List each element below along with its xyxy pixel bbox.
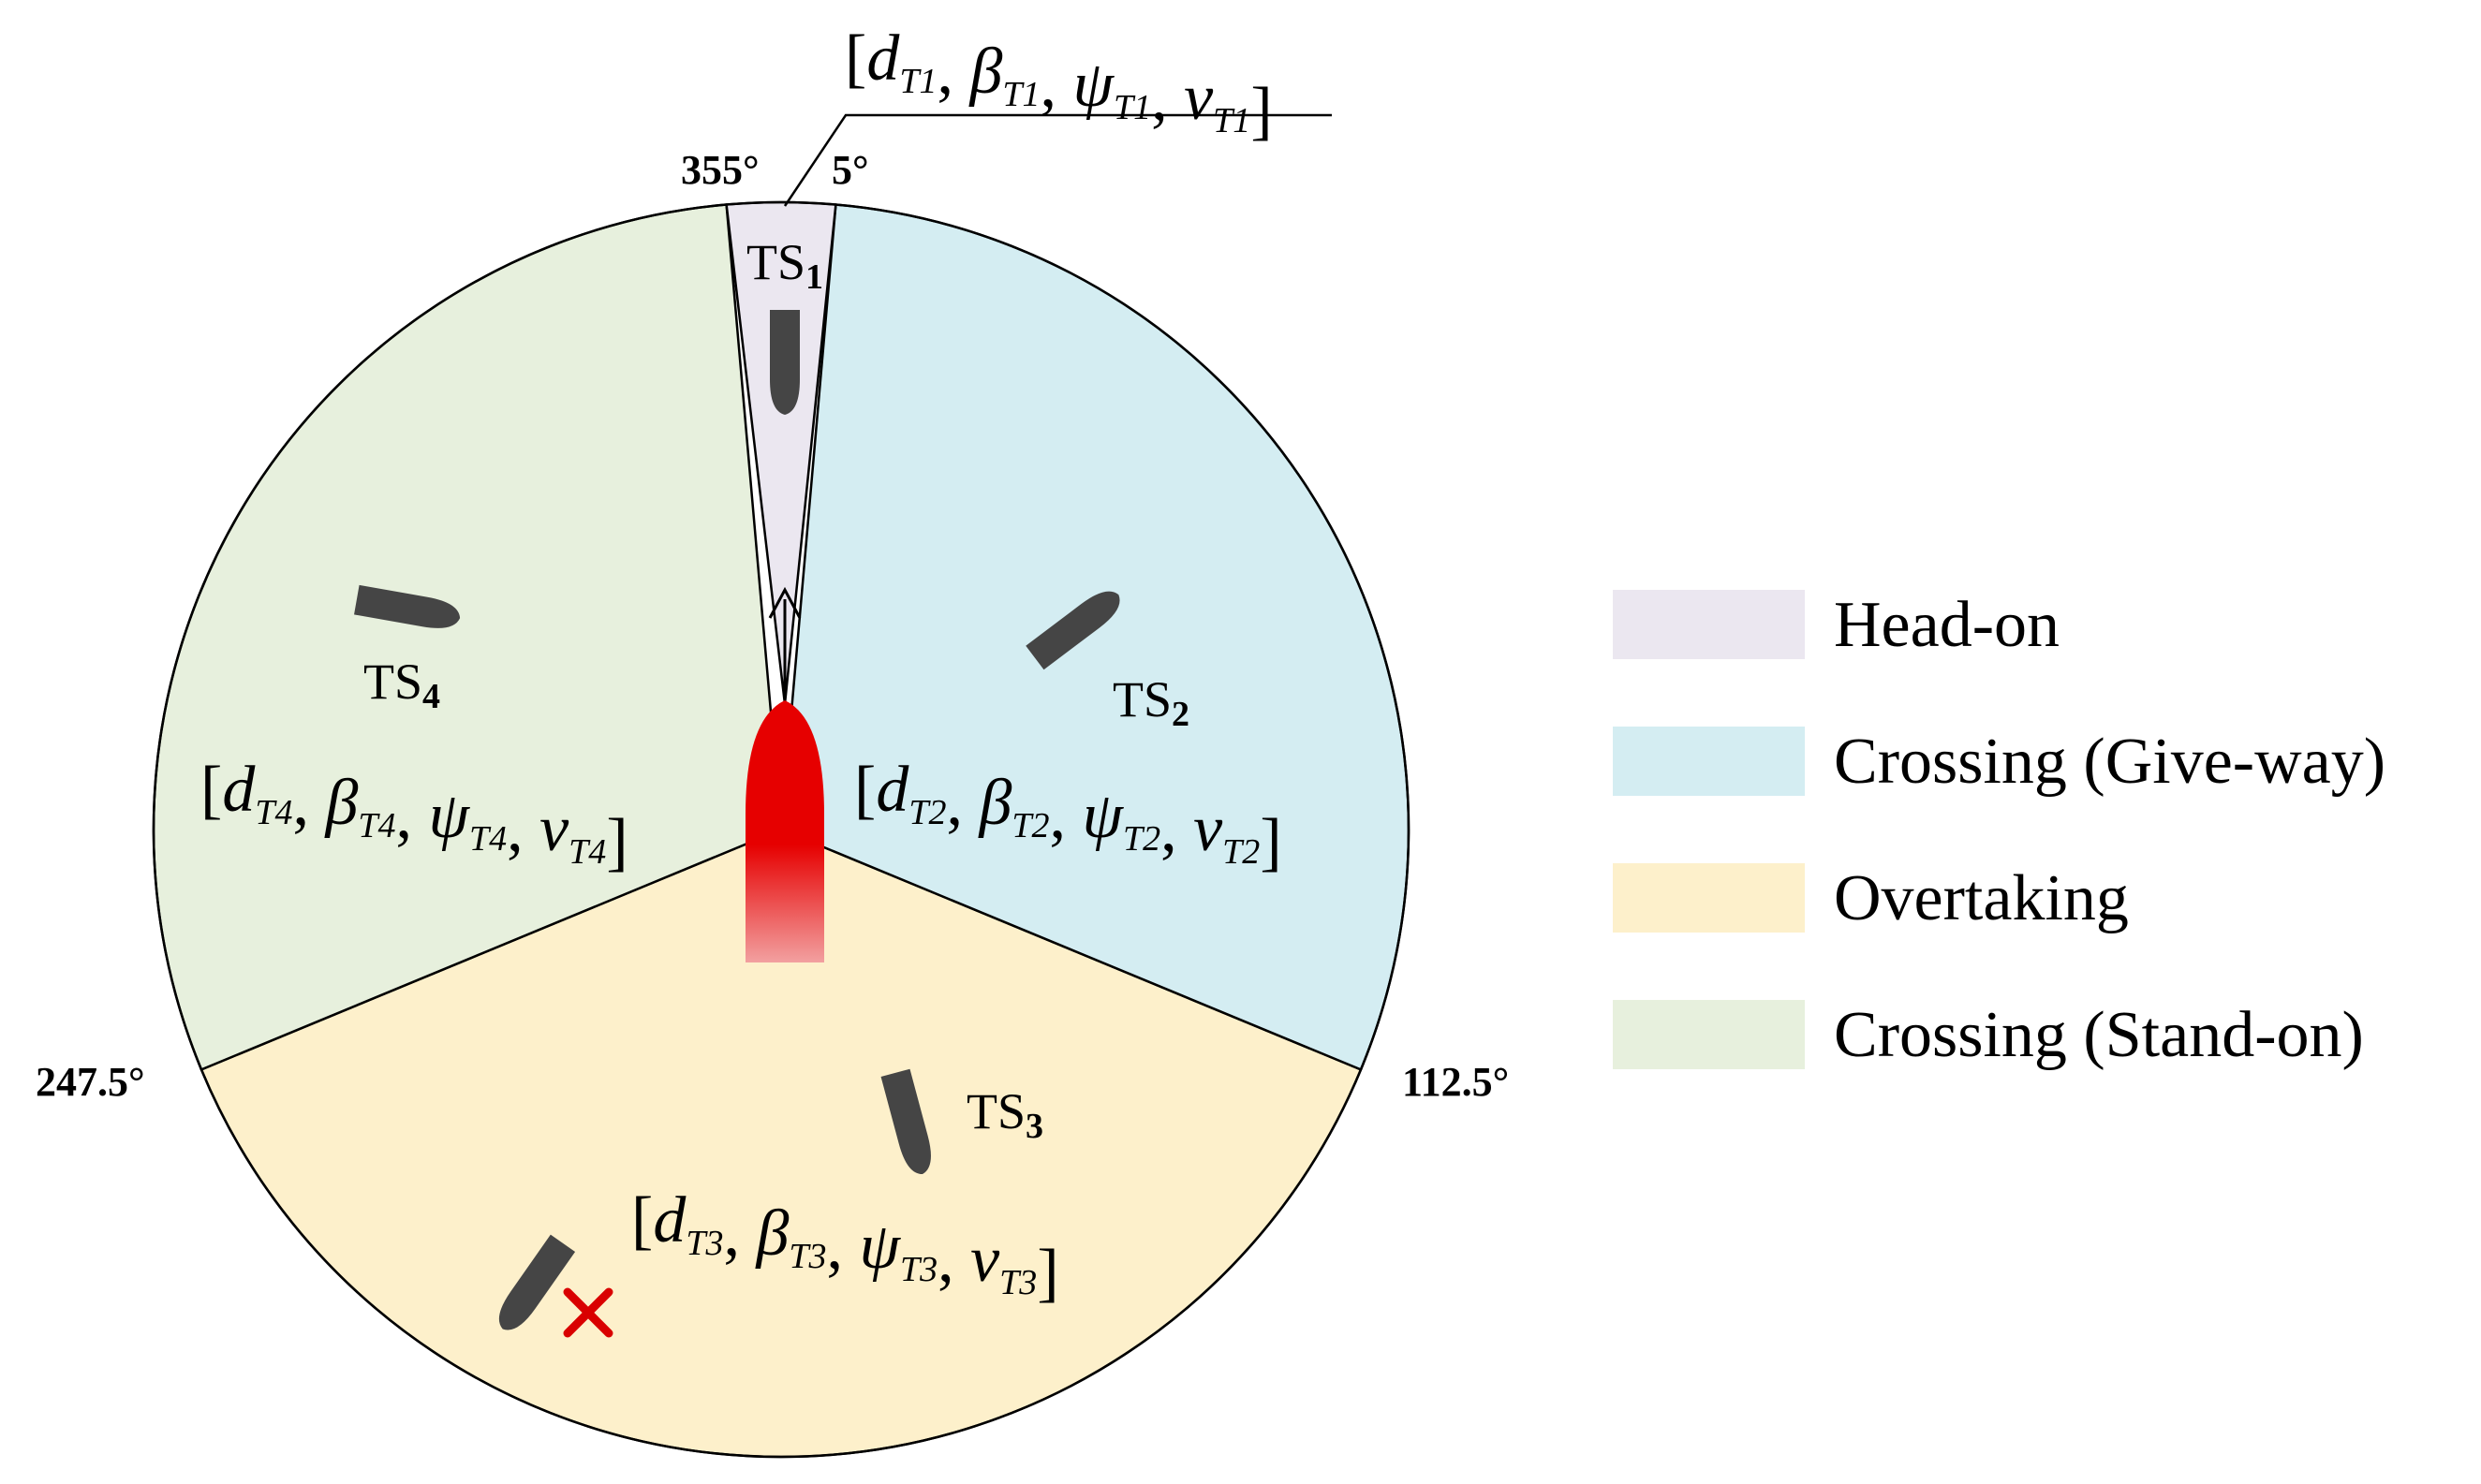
excluded-cross-icon xyxy=(563,1287,613,1338)
open-bracket: [ xyxy=(631,1184,653,1256)
course-symbol: ψ xyxy=(1082,780,1124,852)
speed-symbol: v xyxy=(970,1224,1000,1296)
subscript: T3 xyxy=(999,1263,1037,1302)
speed-symbol: v xyxy=(1193,793,1223,865)
comma: , xyxy=(946,767,979,839)
angle-label-355: 355° xyxy=(681,147,760,193)
subscript: T4 xyxy=(569,832,606,872)
own-ship xyxy=(746,586,824,962)
target-ship-2 xyxy=(1026,591,1120,670)
open-bracket: [ xyxy=(845,22,866,95)
comma: , xyxy=(1040,49,1072,121)
ship-hull-icon xyxy=(498,1234,576,1330)
subscript: T1 xyxy=(1114,88,1151,127)
distance-symbol: d xyxy=(876,754,909,826)
subscript: T1 xyxy=(899,62,937,101)
comma: , xyxy=(826,1211,859,1283)
legend-label-head-on: Head-on xyxy=(1834,589,2060,661)
subscript: T2 xyxy=(1123,819,1160,859)
close-bracket: ] xyxy=(606,806,628,878)
course-symbol: ψ xyxy=(428,780,470,852)
open-bracket: [ xyxy=(854,754,876,826)
comma: , xyxy=(292,767,325,839)
speed-symbol: v xyxy=(539,793,569,865)
distance-symbol: d xyxy=(653,1184,687,1256)
subscript: T4 xyxy=(469,819,507,859)
bearing-symbol: β xyxy=(967,36,1002,108)
subscript: T4 xyxy=(255,793,292,832)
ts1-label: TS1 xyxy=(746,234,823,297)
sector-group xyxy=(152,200,1410,1459)
legend-swatch-overtaking xyxy=(1613,863,1805,933)
subscript: T1 xyxy=(1213,101,1250,140)
subscript: T2 xyxy=(908,793,946,832)
subscript: T3 xyxy=(686,1224,723,1263)
subscript: T3 xyxy=(900,1250,938,1289)
bearing-symbol: β xyxy=(754,1197,789,1270)
target-ship-3 xyxy=(880,1068,931,1175)
bearing-symbol: β xyxy=(977,767,1012,839)
ship-hull-icon xyxy=(1026,591,1120,670)
ts4-label: TS4 xyxy=(363,654,440,716)
comma: , xyxy=(507,793,539,865)
ts3-state-vector: [dT3, βT3, ψT3, vT3] xyxy=(631,1184,1059,1309)
legend-swatch-crossing-stand-on xyxy=(1613,1000,1805,1069)
legend-label-crossing-stand-on: Crossing (Stand-on) xyxy=(1834,999,2364,1071)
excluded-ship xyxy=(498,1234,576,1330)
ts2-label: TS2 xyxy=(1113,671,1189,734)
ship-hull-icon xyxy=(770,310,800,415)
comma: , xyxy=(1049,780,1082,852)
comma: , xyxy=(937,36,969,108)
heading-arrow-icon xyxy=(768,586,802,619)
comma: , xyxy=(938,1224,970,1296)
subscript: T3 xyxy=(789,1237,826,1276)
close-bracket: ] xyxy=(1250,75,1272,147)
bearing-symbol: β xyxy=(323,767,358,839)
legend-swatch-head-on xyxy=(1613,590,1805,659)
subscript: T1 xyxy=(1002,75,1040,114)
legend-swatch-crossing-give-way xyxy=(1613,727,1805,796)
ts4-state-vector: [dT4, βT4, ψT4, vT4] xyxy=(200,754,628,878)
legend-label-crossing-give-way: Crossing (Give-way) xyxy=(1834,726,2385,798)
comma: , xyxy=(1160,793,1193,865)
range-circle xyxy=(152,200,1410,1459)
comma: , xyxy=(395,780,428,852)
ts2-state-vector: [dT2, βT2, ψT2, vT2] xyxy=(854,754,1282,878)
ts3-label: TS3 xyxy=(967,1083,1043,1146)
ship-hull-icon xyxy=(354,584,461,628)
legend-label-overtaking: Overtaking xyxy=(1834,862,2129,934)
angle-label-5: 5° xyxy=(832,147,869,193)
own-ship-hull-icon xyxy=(746,700,824,962)
ts1-callout-line xyxy=(783,113,1332,207)
comma: , xyxy=(723,1197,756,1270)
comma: , xyxy=(1151,62,1184,134)
close-bracket: ] xyxy=(1037,1237,1058,1309)
speed-symbol: v xyxy=(1184,62,1214,134)
ts1-state-vector: [dT1, βT1, ψT1, vT1] xyxy=(845,22,1273,147)
course-symbol: ψ xyxy=(859,1211,901,1283)
target-ship-1 xyxy=(770,310,800,415)
subscript: T4 xyxy=(358,806,395,845)
ship-hull-icon xyxy=(880,1068,931,1175)
distance-symbol: d xyxy=(866,22,900,95)
course-symbol: ψ xyxy=(1072,49,1115,121)
subscript: T2 xyxy=(1012,806,1049,845)
target-ship-4 xyxy=(354,584,461,628)
open-bracket: [ xyxy=(200,754,222,826)
angle-label-247-5: 247.5° xyxy=(36,1059,145,1105)
angle-label-112-5: 112.5° xyxy=(1402,1059,1509,1105)
distance-symbol: d xyxy=(222,754,256,826)
subscript: T2 xyxy=(1222,832,1260,872)
close-bracket: ] xyxy=(1260,806,1281,878)
